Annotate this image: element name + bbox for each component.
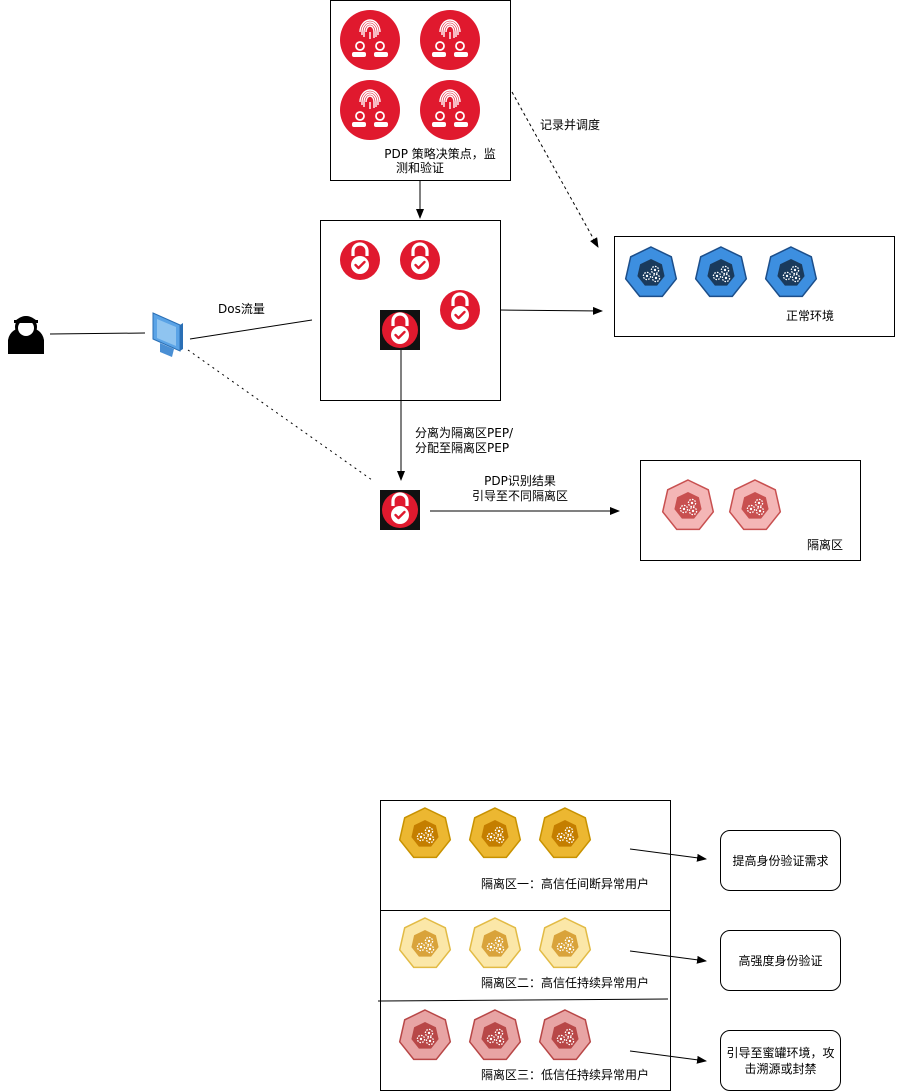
zone2-label: 隔离区二：高信任持续异常用户 — [481, 976, 650, 990]
zone3-action-box: 引导至蜜罐环境，攻 击溯源或封禁 — [720, 1030, 841, 1091]
record-dispatch-label: 记录并调度 — [540, 118, 601, 132]
pep-to-normal-arrow — [499, 306, 603, 315]
zone2-action-box: 高强度身份验证 — [720, 930, 841, 991]
fingerprint-user-icon — [419, 79, 481, 141]
normal-env-label: 正常环境 — [786, 309, 835, 323]
separate-label-line2: 分配至隔离区PEP — [415, 441, 510, 455]
lock-check-icon — [400, 240, 440, 280]
pdp-label-line1: PDP 策略决策点，监 — [384, 147, 496, 161]
fingerprint-user-icon — [339, 9, 401, 71]
dos-traffic-label: Dos流量 — [218, 302, 265, 316]
zone3-action-arrow — [629, 1050, 707, 1064]
hacker-user-icon — [8, 316, 44, 354]
pdp-label-line2: 测和验证 — [395, 161, 444, 175]
zone3-action-text-line1: 引导至蜜罐环境，攻 — [726, 1045, 835, 1060]
record-dispatch-arrow — [511, 91, 599, 248]
isolation-label: 隔离区 — [807, 538, 844, 552]
dos-traffic-line — [189, 319, 313, 340]
zone2-action-arrow — [629, 950, 707, 964]
isolation-pep-lock-icon — [380, 490, 420, 530]
zone3-label: 隔离区三：低信任持续异常用户 — [481, 1068, 650, 1082]
separate-label-line1: 分离为隔离区PEP/ — [415, 426, 514, 440]
zone3-action-text-line2: 击溯源或封禁 — [744, 1061, 817, 1076]
lock-check-icon — [340, 240, 380, 280]
guide-label-line2: 引导至不同隔离区 — [471, 489, 568, 503]
monitor-to-isolation-pep-dotted — [187, 349, 373, 481]
zone1-action-arrow — [629, 848, 707, 862]
zone2-action-text: 高强度身份验证 — [738, 953, 823, 968]
fingerprint-user-icon — [339, 79, 401, 141]
zone1-action-text: 提高身份验证需求 — [732, 853, 829, 868]
lock-check-icon — [380, 310, 420, 350]
user-to-monitor-line — [49, 332, 146, 335]
monitor-icon — [152, 312, 183, 357]
lock-check-icon — [440, 290, 480, 330]
fingerprint-user-icon — [419, 9, 481, 71]
zone1-label: 隔离区一：高信任间断异常用户 — [481, 877, 650, 891]
zone-divider-2 — [377, 998, 669, 1002]
guide-label-line1: PDP识别结果 — [484, 474, 556, 488]
zone1-action-box: 提高身份验证需求 — [720, 830, 841, 891]
